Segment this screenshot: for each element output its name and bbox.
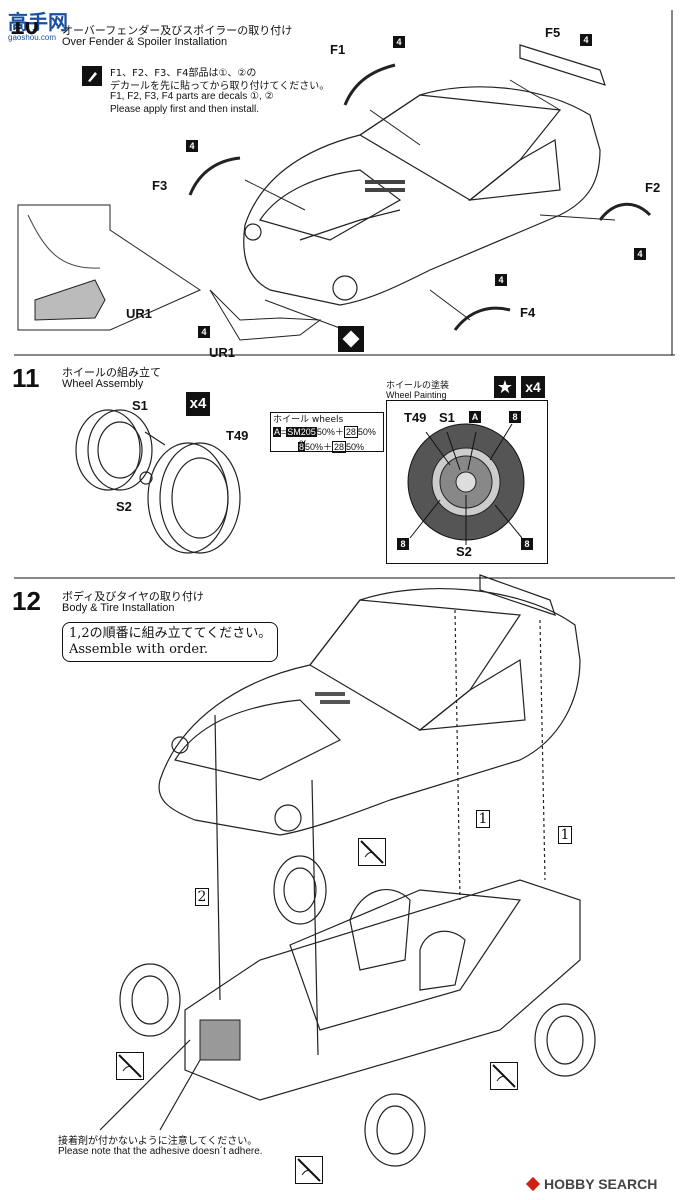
paint-label-s2: S2 (456, 544, 472, 559)
decal-qty-f2: 4 (634, 248, 646, 260)
part-label-s2: S2 (116, 499, 132, 514)
no-glue-icon-2 (116, 1052, 144, 1080)
step11-title-en: Wheel Assembly (62, 378, 144, 390)
step10-number-partial: 10 (10, 22, 39, 40)
part-label-f5: F5 (545, 25, 561, 40)
watermark-logo: 高手网 gaoshou.com (8, 6, 68, 42)
no-glue-icon-1 (358, 838, 386, 866)
part-label-f3: F3 (152, 178, 168, 193)
watermark-url: gaoshou.com (8, 33, 57, 42)
mix1-eq: = (281, 427, 287, 437)
paint-title-jp: ホイールの塗装 (386, 381, 450, 391)
paint-title-en: Wheel Painting (386, 390, 447, 400)
step10-note-jp2: デカールを先に貼ってから取り付けてください。 (110, 81, 330, 92)
decal-qty-f4: 4 (495, 274, 507, 286)
paint-label-8-right: 8 (521, 538, 533, 550)
brush-icon (82, 66, 102, 86)
car-body-diagram-top (17, 44, 652, 341)
watermark-brand: 高手网 (8, 10, 68, 34)
no-glue-icon-4 (295, 1156, 323, 1184)
decal-qty-f1: 4 (393, 36, 405, 48)
mix2-b: 28 (332, 441, 347, 453)
hobby-search-brand: HOBBY SEARCH (544, 1176, 658, 1192)
part-label-f4: F4 (520, 305, 536, 320)
mix1-a: SM205 (286, 427, 317, 437)
paint-label-s1: S1 (439, 410, 455, 425)
paint-label-8-left: 8 (397, 538, 409, 550)
step10-note-jp: F1、F2、F3、F4部品は①、②の (110, 68, 257, 79)
mix1-b: 28 (343, 426, 358, 438)
decal-qty-ur1: 4 (198, 326, 210, 338)
step10-title-jp: オーバーフェンダー及びスポイラーの取り付け (62, 24, 293, 37)
step11-number: 11 (12, 363, 40, 393)
step12-title-en: Body & Tire Installation (62, 602, 175, 614)
star-icon: ★ (494, 376, 516, 398)
step11-times-badge: x4 (186, 392, 210, 416)
paint-label-t49: T49 (404, 410, 427, 425)
hobby-search-logo: HOBBY SEARCH (525, 1176, 658, 1192)
part-label-ur1: UR1 (209, 345, 236, 360)
part-label-f1: F1 (330, 42, 346, 57)
assembly-order-note: 1,2の順番に組み立ててください。 Assemble with order. (62, 622, 279, 662)
part-label-f2: F2 (645, 180, 661, 195)
wheel-painting-box (386, 400, 548, 564)
decal-qty-f3: 4 (186, 140, 198, 152)
order-marker-2: 2 (195, 888, 209, 906)
hobby-search-mark-icon (525, 1176, 541, 1192)
mix1-b-pct: 50% (357, 427, 376, 437)
part-label-s1: S1 (132, 398, 148, 413)
order-marker-1-b: 1 (558, 826, 572, 844)
order-marker-1-a: 1 (476, 810, 490, 828)
wheel-painting-diagram (407, 423, 525, 545)
order-note-jp: 1,2の順番に組み立ててください。 (69, 626, 272, 641)
step10-note-en: F1, F2, F3, F4 parts are decals ①, ② (110, 91, 274, 102)
paint-label-8-top: 8 (509, 411, 521, 423)
part-label-t49: T49 (226, 428, 249, 443)
mix1-a-pct: 50%＋ (316, 427, 344, 437)
decal-qty-f5: 4 (580, 34, 592, 46)
mix1-code: A (273, 427, 282, 437)
paint-label-a: A (469, 411, 481, 423)
glue-note-en: Please note that the adhesive doesn´t ad… (58, 1146, 263, 1157)
step10-title-en: Over Fender & Spoiler Installation (62, 36, 228, 48)
paint-times-badge: x4 (521, 376, 545, 398)
mix2-a-pct: 50%＋ (305, 442, 333, 452)
part-label-ur1-inset: UR1 (126, 306, 153, 321)
step11-title-jp: ホイールの組み立て (62, 366, 161, 379)
wheel-assembly-diagram (75, 409, 241, 554)
color-mix-title: ホイール wheels (273, 415, 344, 425)
order-note-en: Assemble with order. (69, 642, 209, 657)
step10-note-en2: Please apply first and then install. (110, 104, 259, 115)
step12-number: 12 (12, 586, 41, 616)
diamond-mark-icon (338, 326, 364, 352)
mix2-b-pct: 50% (346, 442, 365, 452)
no-glue-icon-3 (490, 1062, 518, 1090)
glue-note-jp: 接着剤が付かないように注意してください。 (58, 1136, 258, 1147)
mix2-a: 8 (298, 442, 306, 452)
step12-title-jp: ボディ及びタイヤの取り付け (62, 590, 204, 603)
